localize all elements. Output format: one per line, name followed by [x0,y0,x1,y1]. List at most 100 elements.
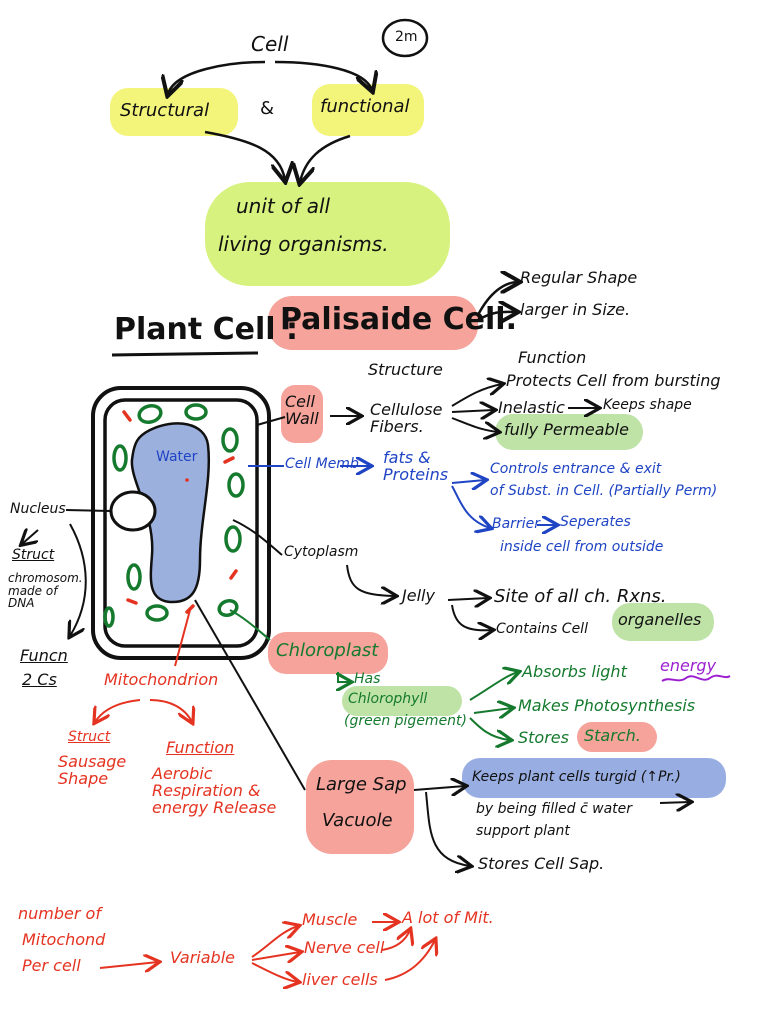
arrow-variable-liver [251,962,298,982]
mito-aerobic: Aerobic Respiration & energy Release [152,764,277,817]
organelles-label: organelles [618,610,702,629]
cell-heading: Cell [251,32,289,56]
fats-label: fats & Proteins [383,448,449,484]
highlight-unit [205,182,450,286]
arrow-cell-structural [168,60,266,94]
cellulose-label: Cellulose Fibers. [370,400,443,436]
arrow-chloroplast-has [338,672,350,682]
functional-label: functional [320,96,410,117]
highlight-organelles [612,603,714,641]
absorbs-label: Absorbs light [522,662,627,681]
arrow-stores [469,717,510,740]
arrow-cell-functional [274,60,372,90]
highlight-vacuole [306,760,414,854]
highlight-permeable [495,414,643,450]
line-mitochondrion [174,609,191,667]
cell-wall-label: Cell Wall [285,392,319,428]
starch-label: Starch. [584,726,641,745]
nucleus-struct: Struct [12,547,55,563]
permeable-label: fully Permeable [504,420,629,439]
highlight-chloroplast [268,632,388,674]
line-vacuole [194,599,306,791]
chloroplast-label: Chloroplast [276,640,379,661]
palisade-title: Palisaide Cell. [280,302,517,337]
protects-label: Protects Cell from bursting [506,371,721,390]
arrow-larger-size [477,312,516,320]
barrier-label: Barrier [492,516,540,532]
lot-label: A lot of Mit. [402,908,494,927]
plant-cell-title: Plant Cell : [114,312,299,347]
line-nucleus [65,509,112,512]
mito-sausage: Sausage Shape [58,752,127,788]
arrow-nerve-lot [381,930,410,951]
muscle-label: Muscle [302,910,358,929]
corner-mark: 2m [395,29,418,45]
nucleus-2cs: 2 Cs [22,670,57,689]
keeps-shape-label: Keeps shape [603,397,692,413]
nucleus-chromosome: chromosom. made of DNA [8,571,83,611]
highlight-starch [577,722,657,752]
energy-underline [661,674,731,682]
regular-shape: Regular Shape [520,268,638,287]
arrow-regular-shape [476,282,518,316]
filled-line1: by being filled c̄ water [476,801,633,817]
arrow-cytoplasm-jelly [346,564,395,596]
nerve-label: Nerve cell [304,938,385,957]
line-chloroplast [229,609,271,641]
highlight-turgid [462,758,726,798]
nucleus-label: Nucleus [10,501,66,517]
mitochondria-group [122,410,238,614]
arrow-protects [451,384,502,407]
cell-wall-outer [91,386,271,660]
number-line1: number of [18,904,101,923]
arrow-nucleus-struct [22,530,39,544]
arrow-water [659,802,690,803]
number-line2: Mitochond [22,930,106,949]
inelastic-label: Inelastic [498,398,565,417]
arrow-jelly-contains [451,604,492,630]
arrow-mito-struct [95,699,141,722]
mito-function: Function [166,738,235,757]
green-pigment-label: (green pigement) [344,713,468,729]
arrow-mito-function [149,699,192,722]
arrow-vacuole-turgid [413,786,465,790]
arrow-structural-unit [204,130,285,180]
structure-heading: Structure [368,360,443,379]
arrow-percell-variable [99,962,158,968]
nucleus-funcn: Funcn [20,646,68,665]
nucleus-shape [109,490,157,532]
arrow-makes [473,708,512,713]
arrow-fats-controls [451,480,485,483]
chlorophyll-label: Chlorophyll [348,691,428,707]
arrow-variable-nerve [251,952,300,960]
makes-label: Makes Photosynthesis [518,696,696,715]
variable-label: Variable [170,948,235,967]
arrow-permeable [451,417,498,432]
turgid-label: Keeps plant cells turgid (↑Pr.) [472,769,681,785]
arrow-liver-lot [384,940,435,981]
number-line3: Per cell [22,956,81,975]
cell-memb-label: Cell Memb [285,456,359,472]
arrow-functional-unit [300,134,351,182]
title-underline [111,351,259,357]
stores-label: Stores [518,728,569,747]
contains-label: Contains Cell [496,621,588,637]
unit-line2: living organisms. [218,232,389,256]
structural-label: Structural [120,100,210,121]
mito-struct: Struct [68,729,111,745]
arrow-nucleus-funcn [70,523,87,636]
highlight-cell-wall [281,385,323,443]
vacuole-line2: Vacuole [322,810,393,831]
controls-line1: Controls entrance & exit [490,461,662,477]
water-label: Water [156,449,198,465]
larger-size: larger in Size. [520,300,631,319]
filled-line2: support plant [476,823,570,839]
has-label: Has [354,671,381,687]
separates-line2: inside cell from outside [500,539,664,555]
arrow-vacuole-stores [425,791,470,866]
arrow-variable-muscle [251,926,298,958]
jelly-label: Jelly [402,586,435,605]
energy-label: energy [660,656,717,675]
